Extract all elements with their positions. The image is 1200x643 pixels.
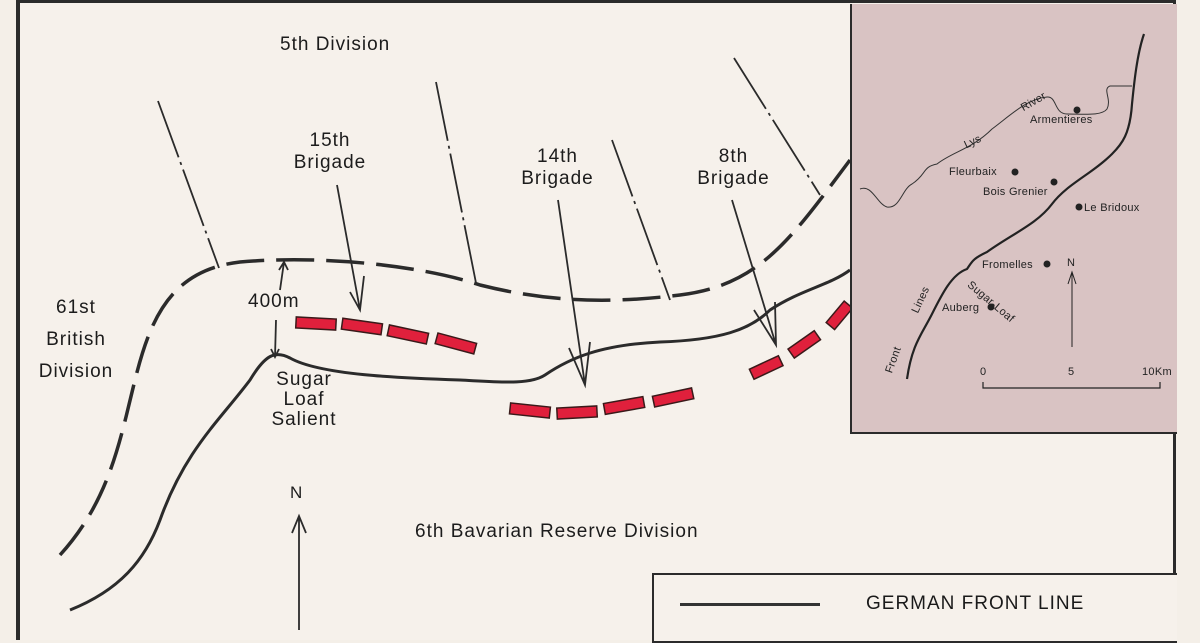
label-line: 8th	[718, 146, 749, 167]
arrow-15th-brigade	[336, 184, 365, 313]
north-arrow	[291, 513, 307, 630]
label-line: Brigade	[521, 168, 594, 189]
legend: GERMAN FRONT LINE	[652, 573, 1177, 643]
inset-north-label: N	[1067, 257, 1076, 269]
boundary-line-3	[611, 139, 671, 301]
distance-arrow-down	[270, 319, 280, 360]
label-line: Brigade	[293, 152, 367, 173]
british-front-line	[58, 158, 852, 557]
label-14th-brigade: 14th Brigade	[510, 146, 605, 190]
label-line: Sugar	[276, 369, 332, 390]
label-61st-british-division: 61st British Division	[28, 292, 124, 388]
distance-arrow-up	[278, 260, 289, 291]
label-line: 14th	[537, 146, 578, 167]
inset-map-drawing	[859, 33, 1161, 389]
label-north: N	[290, 483, 304, 502]
lys-river	[859, 85, 1132, 208]
label-line: Division	[38, 361, 114, 382]
label-line: Salient	[271, 409, 337, 430]
place-bois-grenier: Bois Grenier	[983, 186, 1048, 198]
legend-german-front-line-label: GERMAN FRONT LINE	[866, 593, 1085, 614]
boundary-line-4	[733, 57, 821, 196]
inset-scale-bar	[982, 382, 1161, 389]
place-auberg: Auberg	[942, 302, 980, 314]
main-map-drawing	[58, 57, 854, 630]
place-fromelles: Fromelles	[982, 259, 1033, 271]
place-le-bridoux: Le Bridoux	[1084, 202, 1140, 214]
label-6th-bavarian-reserve-division: 6th Bavarian Reserve Division	[415, 521, 699, 542]
label-5th-division: 5th Division	[280, 34, 391, 55]
map-page: 5th Division 15th Brigade 14th Brigade 8…	[16, 0, 1177, 643]
label-line: Brigade	[697, 168, 770, 189]
place-fleurbaix: Fleurbaix	[949, 166, 997, 178]
label-line: British	[46, 329, 106, 350]
scale-tick-5: 5	[1068, 366, 1075, 378]
inset-map: Armentieres Fleurbaix Bois Grenier Le Br…	[850, 4, 1177, 434]
scale-tick-0: 0	[980, 366, 987, 378]
german-front-line	[69, 268, 851, 612]
boundary-line-1	[157, 100, 220, 269]
inset-north-arrow	[1067, 270, 1077, 347]
label-line: 15th	[309, 130, 351, 151]
scale-tick-10km: 10Km	[1142, 366, 1172, 378]
label-sugar-loaf-salient: Sugar Loaf Salient	[262, 370, 346, 430]
label-15th-brigade: 15th Brigade	[285, 130, 375, 174]
label-distance-400m: 400m	[248, 291, 300, 312]
label-line: 61st	[56, 297, 96, 318]
arrow-8th-brigade	[731, 199, 777, 349]
inset-front-line	[905, 33, 1146, 380]
boundary-line-2	[435, 81, 477, 284]
place-armentieres: Armentieres	[1030, 114, 1093, 126]
arrow-14th-brigade	[557, 199, 591, 389]
label-8th-brigade: 8th Brigade	[686, 146, 781, 190]
label-line: Loaf	[283, 389, 325, 410]
legend-german-front-line-swatch	[680, 603, 820, 606]
